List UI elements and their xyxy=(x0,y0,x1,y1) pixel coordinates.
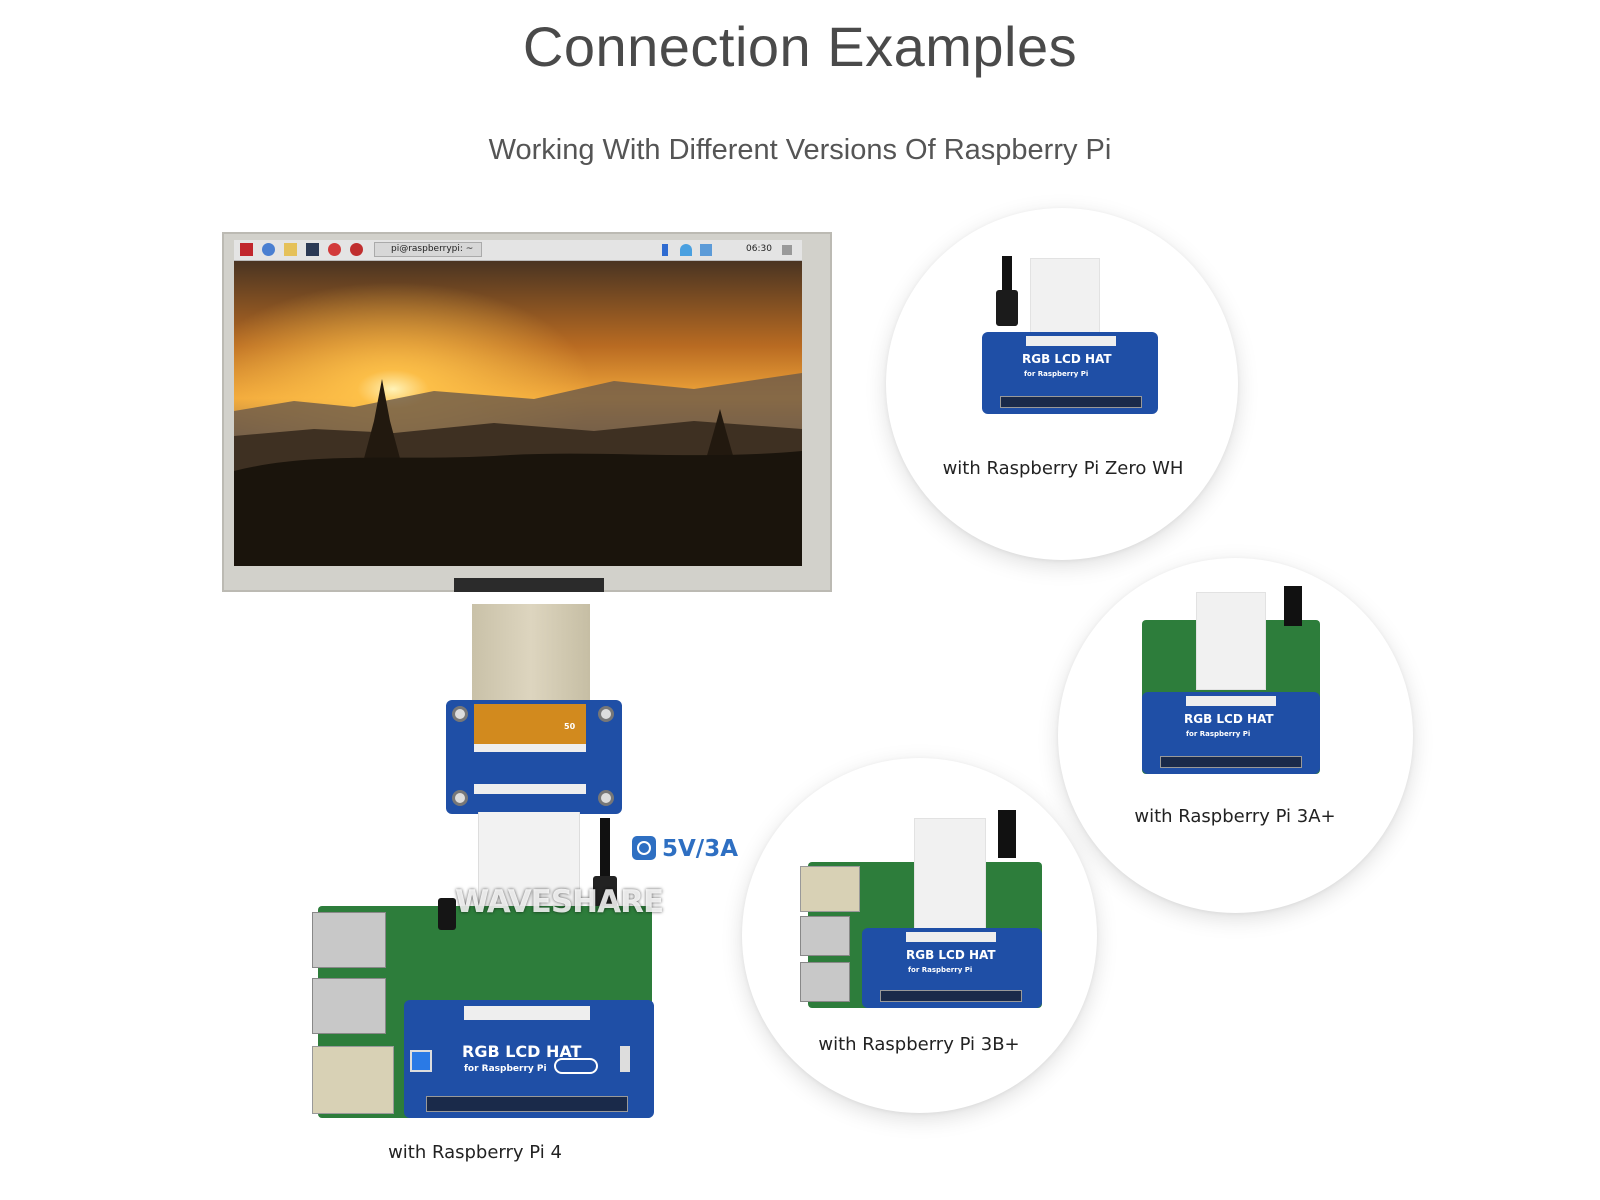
pi3b-power-cable xyxy=(998,810,1016,858)
pi3a-power-cable xyxy=(1284,586,1302,626)
page-subtitle: Working With Different Versions Of Raspb… xyxy=(488,134,1112,166)
fpc-connector xyxy=(454,578,604,592)
eject-icon xyxy=(782,245,792,255)
zero-power-cable xyxy=(1002,256,1012,296)
usb-port xyxy=(800,916,850,956)
rgb-lcd-hat-pi4: RGB LCD HAT for Raspberry Pi xyxy=(404,1000,654,1118)
fpc-connector-bottom xyxy=(474,784,586,794)
fpc-connector-top xyxy=(474,704,586,744)
rgb-lcd-hat-3b-plus: RGB LCD HAT for Raspberry Pi xyxy=(862,928,1042,1008)
caption-3b-plus: with Raspberry Pi 3B+ xyxy=(818,1034,1020,1055)
power-icon xyxy=(632,836,656,860)
wifi-icon xyxy=(680,244,692,256)
terminal-window-tab: pi@raspberrypi: ~ xyxy=(374,242,482,257)
waveshare-watermark: WAVESHARE xyxy=(455,884,664,920)
mount-hole xyxy=(452,790,468,806)
rgb-lcd-hat-3a-plus: RGB LCD HAT for Raspberry Pi xyxy=(1142,692,1320,774)
taskbar-window-title: pi@raspberrypi: ~ xyxy=(391,244,474,254)
fpc-connector-hat xyxy=(1026,336,1116,346)
rgb-lcd-hat-zero: RGB LCD HAT for Raspberry Pi xyxy=(982,332,1158,414)
sunset-wallpaper xyxy=(234,261,802,566)
hat-sublabel: for Raspberry Pi xyxy=(908,966,973,974)
gpio-header xyxy=(1000,396,1142,408)
hat-sublabel: for Raspberry Pi xyxy=(1186,730,1251,738)
hat-sublabel: for Raspberry Pi xyxy=(464,1064,547,1074)
caption-zero-wh: with Raspberry Pi Zero WH xyxy=(942,458,1184,479)
waveshare-logo-icon xyxy=(554,1058,598,1074)
zero-power-plug xyxy=(996,290,1018,326)
fpc-ribbon-cable xyxy=(472,604,590,702)
backlight-switch xyxy=(620,1046,630,1072)
folder-icon xyxy=(284,243,297,256)
zero-ffc-ribbon xyxy=(1030,258,1100,340)
hat-label: RGB LCD HAT xyxy=(1022,352,1112,366)
connector-pin-number: 50 xyxy=(564,722,576,731)
browser-icon xyxy=(262,243,275,256)
hat-label: RGB LCD HAT xyxy=(462,1042,582,1061)
pi3b-ethernet-port xyxy=(800,866,860,912)
fpc-adapter-board: 50 xyxy=(446,700,622,814)
pi3a-ffc-ribbon xyxy=(1196,592,1266,690)
mount-hole xyxy=(452,706,468,722)
mount-hole xyxy=(598,790,614,806)
usb-port xyxy=(312,978,386,1034)
pi3b-ffc-ribbon xyxy=(914,818,986,932)
ethernet-port xyxy=(312,1046,394,1114)
desktop-taskbar: pi@raspberrypi: ~ 06:30 xyxy=(234,240,802,261)
volume-icon xyxy=(700,244,712,256)
usb-c-power-cable xyxy=(600,818,610,882)
raspberry-menu-icon xyxy=(240,243,253,256)
caption-pi4: with Raspberry Pi 4 xyxy=(388,1142,562,1163)
gpio-header xyxy=(426,1096,628,1112)
mount-hole xyxy=(598,706,614,722)
gpio-header xyxy=(880,990,1022,1002)
taskbar-clock: 06:30 xyxy=(746,244,772,254)
hat-label: RGB LCD HAT xyxy=(1184,712,1274,726)
app-icon xyxy=(328,243,341,256)
fpc-connector-hat xyxy=(464,1006,590,1020)
fpc-connector-hat xyxy=(1186,696,1276,706)
fpc-connector-middle xyxy=(474,744,586,752)
bluetooth-icon xyxy=(662,244,668,256)
caption-3a-plus: with Raspberry Pi 3A+ xyxy=(1134,806,1336,827)
hat-sublabel: for Raspberry Pi xyxy=(1024,370,1089,378)
app-icon-2 xyxy=(350,243,363,256)
lcd-display: pi@raspberrypi: ~ 06:30 xyxy=(222,232,832,592)
gpio-header xyxy=(1160,756,1302,768)
lcd-screen: pi@raspberrypi: ~ 06:30 xyxy=(234,240,802,566)
audio-jack xyxy=(438,898,456,930)
page-title: Connection Examples xyxy=(522,15,1078,78)
potentiometer xyxy=(410,1050,432,1072)
hat-label: RGB LCD HAT xyxy=(906,948,996,962)
usb-port xyxy=(800,962,850,1002)
fpc-connector-hat xyxy=(906,932,996,942)
power-spec-label: 5V/3A xyxy=(662,836,739,862)
usb-port xyxy=(312,912,386,968)
terminal-icon xyxy=(306,243,319,256)
